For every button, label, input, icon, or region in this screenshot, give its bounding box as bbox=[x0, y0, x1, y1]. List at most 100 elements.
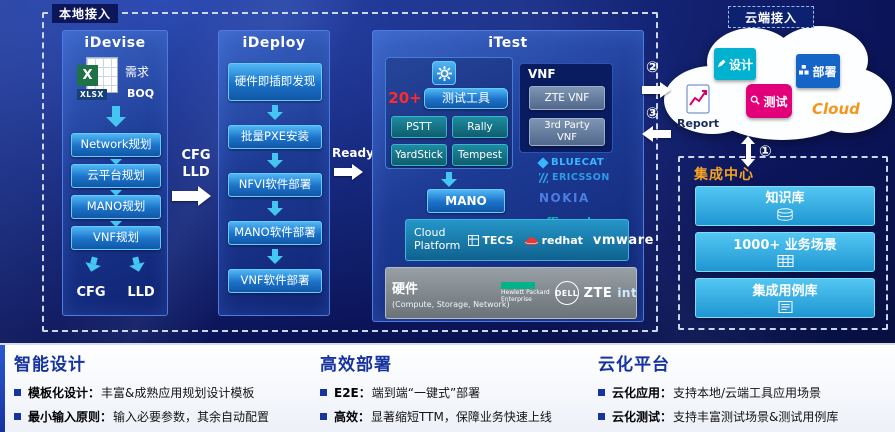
lld-label: LLD bbox=[182, 164, 210, 180]
arrow-down-icon bbox=[110, 159, 122, 165]
arrow-vertical-icon bbox=[741, 136, 755, 167]
arrow-down-icon bbox=[267, 249, 283, 264]
integration-usecase-library: 集成用例库 bbox=[695, 278, 875, 318]
vnf-zte: ZTE VNF bbox=[529, 86, 605, 110]
feature-item: 最小输入原则：输入必要参数，其余自动配置 bbox=[14, 408, 314, 425]
bullet-square-icon bbox=[320, 413, 327, 420]
arrow-right-icon bbox=[642, 82, 671, 98]
bluecat-logo: BLUECAT bbox=[537, 156, 610, 169]
vnf-frame: VNF ZTE VNF 3rd Party VNF bbox=[519, 63, 613, 153]
local-access-label: 本地接入 bbox=[52, 4, 119, 23]
cloud-test-box: 测试 bbox=[746, 84, 792, 118]
modules-icon bbox=[799, 64, 810, 78]
circled-1: ① bbox=[759, 142, 772, 160]
excel-x-badge: X bbox=[77, 65, 98, 86]
feature-item: 模板化设计：丰富&成熟应用规划设计模板 bbox=[14, 384, 314, 401]
ideploy-step-mano: MANO软件部署 bbox=[228, 221, 322, 245]
feature-item: E2E：端到端“一键式”部署 bbox=[320, 384, 592, 401]
usecase-library-label: 集成用例库 bbox=[752, 283, 818, 299]
feature-item: 云化应用：支持本地/云端工具应用场景 bbox=[598, 384, 892, 401]
cfg-output-label: CFG bbox=[76, 285, 106, 300]
cloud-design-box: 设计 bbox=[714, 48, 756, 80]
feature-title: 高效部署 bbox=[320, 355, 392, 375]
tools-chip: 测试工具 bbox=[424, 88, 508, 109]
vnf-3rd-party: 3rd Party VNF bbox=[529, 118, 605, 146]
boq-label: BOQ bbox=[127, 87, 155, 100]
itest-title: iTest bbox=[488, 35, 528, 51]
tecs-logo: TECS bbox=[468, 231, 514, 250]
test-label: 测试 bbox=[763, 94, 788, 109]
local-access-region: 本地接入 bbox=[42, 4, 658, 332]
itest-panel: iTest 20+ 测试工具 PSTT Rally YardStick Temp… bbox=[372, 30, 653, 322]
ideploy-step-pxe: 批量PXE安装 bbox=[228, 125, 322, 149]
ideploy-panel: iDeploy 硬件即插即发现 批量PXE安装 NFVI软件部署 MANO软件部… bbox=[218, 30, 330, 316]
arrow-right-icon bbox=[172, 186, 211, 206]
left-accent-bar bbox=[0, 345, 5, 432]
arrow-down-icon bbox=[267, 105, 283, 120]
feature-col-deploy: 高效部署 E2E：端到端“一键式”部署 高效：显著缩短TTM，保障业务快速上线 bbox=[320, 350, 592, 425]
vmware-logo: vmware bbox=[592, 232, 654, 248]
vnf-title: VNF bbox=[528, 67, 556, 81]
feature-title: 智能设计 bbox=[14, 355, 86, 375]
cloud-access-tag: 云端接入 bbox=[728, 6, 814, 28]
tool-rally: Rally bbox=[452, 116, 508, 138]
diagram-stage: 本地接入 iDevise X XLSX 需求 BOQ Network规划 云平台… bbox=[0, 0, 895, 343]
idevise-step-vnf: VNF规划 bbox=[71, 226, 161, 250]
hardware-subtitle: (Compute, Storage, Network) bbox=[392, 299, 510, 309]
arrow-down-icon bbox=[127, 255, 147, 274]
integration-title: 集成中心 bbox=[694, 167, 754, 183]
bluecat-icon bbox=[537, 156, 549, 169]
gear-icon bbox=[432, 61, 456, 85]
ericsson-logo: ERICSSON bbox=[539, 172, 610, 183]
idevise-title: iDevise bbox=[84, 35, 146, 51]
features-band: 智能设计 模板化设计：丰富&成熟应用规划设计模板 最小输入原则：输入必要参数，其… bbox=[0, 343, 895, 432]
report-chart-icon bbox=[686, 84, 710, 118]
lld-output-label: LLD bbox=[127, 285, 155, 300]
circled-3: ③ bbox=[646, 104, 659, 122]
tool-pstt: PSTT bbox=[391, 116, 447, 138]
integration-business-scenarios: 1000+ 业务场景 bbox=[695, 232, 875, 272]
tools-count-label: 20+ bbox=[388, 89, 422, 107]
hardware-labels: 硬件 (Compute, Storage, Network) bbox=[392, 278, 510, 309]
feature-item: 云化测试：支持丰富测试场景&测试用例库 bbox=[598, 408, 892, 425]
database-icon bbox=[776, 208, 794, 225]
integration-knowledge-base: 知识库 bbox=[695, 186, 875, 226]
idevise-panel: iDevise X XLSX 需求 BOQ Network规划 云平台规划 MA… bbox=[62, 30, 168, 316]
deploy-label: 部署 bbox=[812, 64, 837, 79]
excel-xlsx-icon: X XLSX bbox=[77, 57, 131, 105]
ideploy-step-discovery: 硬件即插即发现 bbox=[228, 63, 322, 101]
design-label: 设计 bbox=[728, 57, 753, 72]
integration-center-region: 集成中心 知识库 1000+ 业务场景 集成用例库 bbox=[678, 156, 888, 330]
arrow-down-icon bbox=[267, 201, 283, 216]
feature-title: 云化平台 bbox=[598, 355, 670, 375]
nokia-logo: NOKIA bbox=[539, 187, 610, 206]
test-tools-frame: 20+ 测试工具 PSTT Rally YardStick Tempest bbox=[385, 57, 513, 169]
circled-2: ② bbox=[646, 58, 659, 76]
arrow-down-icon bbox=[110, 190, 122, 196]
redhat-logo: redhat bbox=[524, 231, 583, 250]
requirement-label: 需求 bbox=[125, 65, 150, 79]
idevise-step-network: Network规划 bbox=[71, 133, 161, 157]
zte-logo: ZTE bbox=[583, 285, 613, 301]
cloud-platform-box: Cloud Platform TECS redhat vmware bbox=[405, 219, 653, 261]
arrow-down-icon bbox=[441, 172, 457, 187]
report-label: Report bbox=[676, 117, 720, 130]
idevise-step-mano: MANO规划 bbox=[71, 195, 161, 219]
cfg-label: CFG bbox=[181, 148, 211, 163]
tool-tempest: Tempest bbox=[452, 144, 508, 166]
knowledge-base-label: 知识库 bbox=[765, 191, 805, 206]
ideploy-step-nfvi: NFVI软件部署 bbox=[228, 173, 322, 197]
hpe-bar-icon bbox=[501, 282, 535, 290]
ericsson-bars-icon bbox=[539, 172, 548, 183]
tool-yardstick: YardStick bbox=[391, 144, 447, 166]
pencil-icon bbox=[717, 57, 726, 71]
mano-box: MANO bbox=[427, 189, 505, 213]
feature-col-design: 智能设计 模板化设计：丰富&成熟应用规划设计模板 最小输入原则：输入必要参数，其… bbox=[14, 350, 314, 425]
cfg-lld-connector-label: CFG LLD bbox=[174, 148, 218, 182]
idevise-step-cloud: 云平台规划 bbox=[71, 164, 161, 188]
cloud-deploy-box: 部署 bbox=[796, 54, 840, 88]
bullet-square-icon bbox=[320, 389, 327, 396]
